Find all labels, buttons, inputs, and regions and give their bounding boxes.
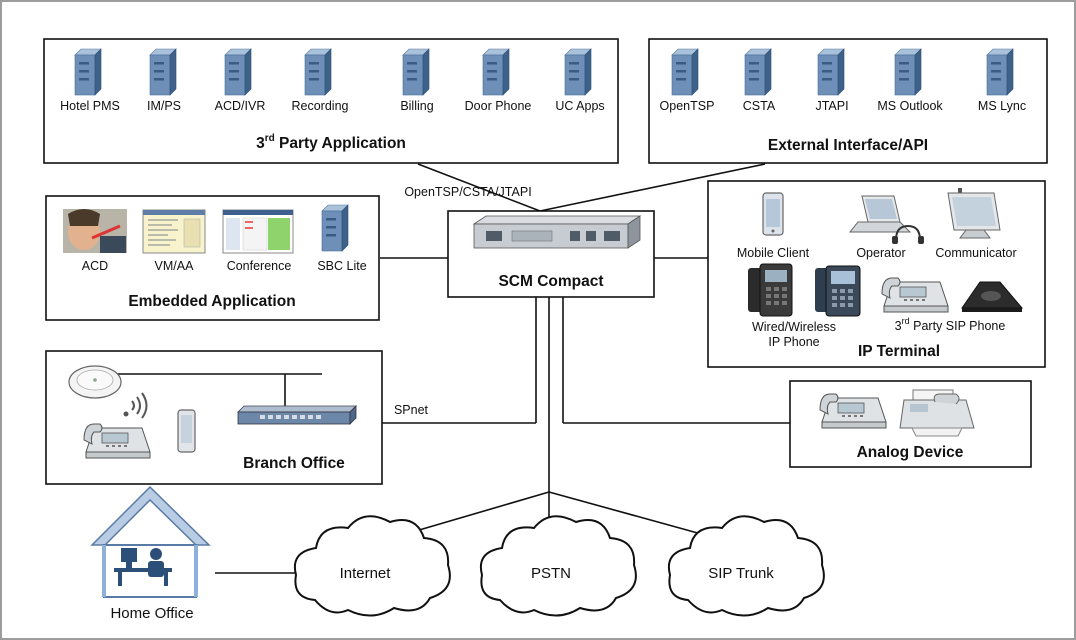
- server-label-acd-ivr: ACD/IVR: [215, 99, 266, 113]
- operator-laptop-icon: [848, 195, 924, 244]
- title-rest: Party Application: [275, 135, 406, 152]
- embedded-application-box: ACD VM/AA Conference SBC Lite Embedded A…: [45, 195, 380, 321]
- title-prefix: 3: [256, 135, 265, 152]
- jtapi-server-icon: [817, 48, 845, 96]
- sip-prefix: 3: [895, 319, 902, 333]
- branch-title: Branch Office: [243, 455, 345, 472]
- cloud-label-sip-trunk: SIP Trunk: [708, 565, 774, 582]
- branch-switch-icon: [237, 405, 357, 425]
- conference-speaker-icon: [961, 281, 1024, 312]
- embedded-title: Embedded Application: [128, 293, 295, 310]
- scm-title: SCM Compact: [498, 273, 603, 290]
- ip-label-operator: Operator: [856, 246, 905, 260]
- analog-phone-icon: [819, 393, 887, 429]
- embedded-label-conference: Conference: [227, 259, 292, 273]
- embedded-label-vm-aa: VM/AA: [155, 259, 195, 273]
- spnet-label: SPnet: [394, 403, 429, 417]
- branch-office-box: Branch Office: [45, 350, 383, 485]
- server-label-hotel-pms: Hotel PMS: [60, 99, 120, 113]
- csta-server-icon: [744, 48, 772, 96]
- fax-machine-icon: [899, 389, 975, 437]
- ip-label-wired-line2: IP Phone: [768, 335, 819, 349]
- internet-cloud-icon: [294, 515, 451, 617]
- conference-screen-icon: [222, 209, 294, 254]
- im-ps-server-icon: [149, 48, 177, 96]
- sip-superscript: rd: [902, 316, 910, 326]
- server-label-csta: CSTA: [743, 99, 776, 113]
- recording-server-icon: [304, 48, 332, 96]
- cloud-label-pstn: PSTN: [531, 565, 571, 582]
- acd-headset-photo-icon: [63, 209, 127, 253]
- analog-title: Analog Device: [857, 444, 964, 461]
- server-label-door-phone: Door Phone: [465, 99, 532, 113]
- third-party-application-box: Hotel PMS IM/PS ACD/IVR Recording Billin…: [43, 38, 619, 164]
- server-label-jtapi: JTAPI: [815, 99, 848, 113]
- external-interface-box: OpenTSP CSTA JTAPI MS Outlook MS Lync Ex…: [648, 38, 1048, 164]
- analog-device-box: Analog Device: [789, 380, 1032, 468]
- home-worker-icon: [114, 548, 172, 586]
- pstn-cloud-icon: [480, 515, 637, 617]
- sbc-lite-server-icon: [321, 204, 349, 252]
- ip-label-mobile-client: Mobile Client: [737, 246, 810, 260]
- ms-outlook-server-icon: [894, 48, 922, 96]
- cloud-label-internet: Internet: [340, 565, 392, 582]
- scm-device-icon: [472, 215, 642, 249]
- server-label-im-ps: IM/PS: [147, 99, 181, 113]
- protocol-label: OpenTSP/CSTA/JTAPI: [404, 185, 531, 199]
- communicator-monitor-icon: [947, 188, 1001, 239]
- home-office-label: Home Office: [110, 605, 193, 622]
- sip-desk-phone-icon: [881, 277, 949, 313]
- vm-aa-screen-icon: [142, 209, 206, 254]
- connection-lines: [215, 163, 790, 574]
- embedded-label-acd: ACD: [82, 259, 108, 273]
- ip-terminal-box: Mobile Client Operator Communicator Wire…: [707, 180, 1046, 368]
- mobile-phone-icon: [762, 192, 784, 236]
- server-label-recording: Recording: [292, 99, 349, 113]
- embedded-label-sbc-lite: SBC Lite: [317, 259, 366, 273]
- server-label-ms-outlook: MS Outlook: [877, 99, 943, 113]
- external-title: External Interface/API: [768, 137, 928, 154]
- server-label-uc-apps: UC Apps: [555, 99, 604, 113]
- server-label-opentsp: OpenTSP: [660, 99, 715, 113]
- acd-ivr-server-icon: [224, 48, 252, 96]
- server-label-billing: Billing: [400, 99, 433, 113]
- sip-rest: Party SIP Phone: [910, 319, 1006, 333]
- uc-apps-server-icon: [564, 48, 592, 96]
- branch-desk-phone-icon: [83, 423, 151, 459]
- door-phone-server-icon: [482, 48, 510, 96]
- ip-label-wired-line1: Wired/Wireless: [752, 320, 836, 334]
- scm-compact-box: SCM Compact: [447, 210, 655, 298]
- third-party-title: 3rd Party Application: [256, 133, 406, 152]
- branch-mobile-phone-icon: [177, 409, 196, 453]
- sip-trunk-cloud-icon: [668, 515, 825, 617]
- title-superscript: rd: [265, 133, 275, 144]
- ms-lync-server-icon: [986, 48, 1014, 96]
- billing-server-icon: [402, 48, 430, 96]
- wired-ip-phone-icon: [748, 263, 793, 317]
- hotel-pms-server-icon: [74, 48, 102, 96]
- wireless-ip-phone-icon: [815, 265, 861, 317]
- server-label-ms-lync: MS Lync: [978, 99, 1026, 113]
- ip-label-communicator: Communicator: [935, 246, 1016, 260]
- wireless-access-point-icon: [68, 365, 122, 399]
- home-office-house-icon: [90, 485, 211, 598]
- wifi-signal-icon: [123, 392, 148, 419]
- ip-label-sip-phone: 3rd Party SIP Phone: [895, 316, 1006, 333]
- external-frame: [648, 38, 1048, 164]
- opentsp-server-icon: [671, 48, 699, 96]
- ip-terminal-title: IP Terminal: [858, 343, 940, 360]
